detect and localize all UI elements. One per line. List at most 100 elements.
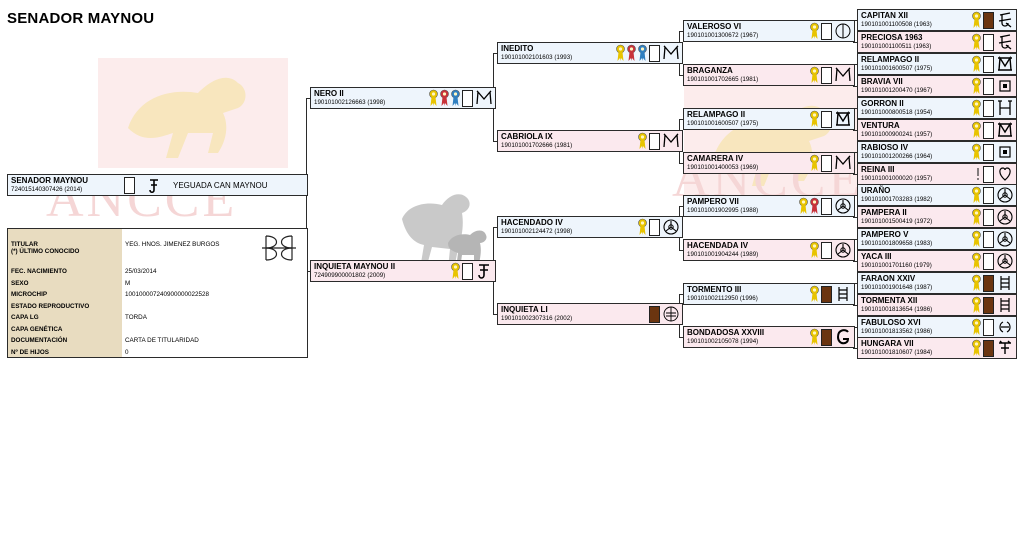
- connector-line: [853, 42, 857, 43]
- award-rosette-icon: [972, 274, 981, 291]
- coat-color-box: [821, 328, 832, 346]
- brand-mark-icon: [662, 132, 680, 150]
- grandparent-card[interactable]: INEDITO 190101002101603 (1993): [497, 42, 683, 64]
- horse-name: TORMENTA XII: [861, 296, 918, 305]
- horse-registration: 190101002112950 (1996): [687, 295, 758, 302]
- great-grandparent-card[interactable]: HACENDADA IV 190101001904244 (1989): [683, 239, 855, 261]
- connector-line: [853, 348, 857, 349]
- ancestor-card[interactable]: PAMPERO V 190101001809658 (1983): [857, 228, 1017, 250]
- horse-badges: [972, 99, 1014, 117]
- ancestor-card[interactable]: PRECIOSA 1963 190101001100511 (1963): [857, 31, 1017, 53]
- ancestor-card[interactable]: FABULOSO XVI 190101001813562 (1986): [857, 316, 1017, 338]
- dam-card[interactable]: INQUIETA MAYNOU II 724909900001802 (2009…: [310, 260, 496, 282]
- subject-horse-card[interactable]: SENADOR MAYNOU 724015140307426 (2014) YE…: [7, 174, 308, 196]
- ancestor-card[interactable]: CAPITAN XII 190101001100508 (1963): [857, 9, 1017, 31]
- brand-mark-icon: [996, 318, 1014, 336]
- award-rosette-icon: [972, 318, 981, 335]
- horse-name: HACENDADA IV: [687, 241, 749, 250]
- exclamation-icon: [977, 168, 979, 180]
- ancestor-card[interactable]: REINA III 190101001000020 (1957): [857, 163, 1017, 185]
- horse-badges: [972, 318, 1014, 336]
- great-grandparent-card[interactable]: RELAMPAGO II 190101001600507 (1975): [683, 108, 855, 130]
- ancestor-card[interactable]: HUNGARA VII 190101001810607 (1984): [857, 337, 1017, 359]
- grandparent-card[interactable]: INQUIETA LI 190101002307316 (2002): [497, 303, 683, 325]
- coat-color-box: [462, 89, 473, 107]
- mare-foal-silhouette: [402, 194, 487, 269]
- award-rosette-icon: [638, 44, 647, 61]
- ancestor-card[interactable]: TORMENTA XII 190101001813654 (1986): [857, 294, 1017, 316]
- grandparent-card[interactable]: HACENDADO IV 190101002124472 (1998): [497, 216, 683, 238]
- award-rosette-icon: [451, 262, 460, 279]
- connector-line: [679, 206, 683, 207]
- horse-registration: 190101001813562 (1986): [861, 328, 933, 335]
- award-rosette-icon: [972, 296, 981, 313]
- ancestor-card[interactable]: BRAVIA VII 190101001200470 (1967): [857, 75, 1017, 97]
- great-grandparent-card[interactable]: PAMPERO VII 190101001902995 (1988): [683, 195, 855, 217]
- ancestor-card[interactable]: YACA III 190101001701160 (1979): [857, 250, 1017, 272]
- connector-line: [679, 75, 683, 76]
- award-rosette-icon: [972, 230, 981, 247]
- horse-badges: [810, 328, 852, 346]
- horse-registration: 190101001901648 (1987): [861, 284, 933, 291]
- horse-name: PAMPERO V: [861, 230, 909, 239]
- brand-mark-icon: [834, 285, 852, 303]
- horse-badges: [972, 77, 1014, 95]
- connector-line: [853, 305, 857, 306]
- horse-badges: [972, 208, 1014, 226]
- connector-line: [853, 261, 857, 262]
- coat-color-box: [649, 132, 660, 150]
- brand-mark-icon: [834, 66, 852, 84]
- connector-line: [853, 130, 857, 131]
- grandparent-card[interactable]: CABRIOLA IX 190101001702666 (1981): [497, 130, 683, 152]
- great-grandparent-card[interactable]: BONDADOSA XXVIII 190101002105078 (1994): [683, 326, 855, 348]
- ancestor-card[interactable]: RABIOSO IV 190101001200266 (1964): [857, 141, 1017, 163]
- great-grandparent-card[interactable]: BRAGANZA 190101001702665 (1981): [683, 64, 855, 86]
- coat-color-box: [649, 44, 660, 62]
- horse-registration: 190101002105078 (1994): [687, 338, 759, 345]
- ancestor-card[interactable]: RELAMPAGO II 190101001600507 (1975): [857, 53, 1017, 75]
- coat-color-box: [983, 274, 994, 292]
- horse-badges: [638, 132, 680, 150]
- ancestor-card[interactable]: PAMPERA II 190101001500419 (1972): [857, 206, 1017, 228]
- horse-badges: [972, 296, 1014, 314]
- coat-color-box: [821, 110, 832, 128]
- great-grandparent-card[interactable]: VALEROSO VI 190101001300672 (1967): [683, 20, 855, 42]
- horse-registration: 190101002307316 (2002): [501, 315, 573, 322]
- horse-badges: [972, 252, 1014, 270]
- horse-registration: 190101002126663 (1998): [314, 99, 386, 106]
- coat-color-box: [983, 339, 994, 357]
- horse-badges: [638, 218, 680, 236]
- ancestor-card[interactable]: FARAON XXIV 190101001901648 (1987): [857, 272, 1017, 294]
- brand-mark-icon: [996, 11, 1014, 29]
- ancestor-card[interactable]: URAÑO 190101001703283 (1982): [857, 184, 1017, 206]
- sire-card[interactable]: NERO II 190101002126663 (1998): [310, 87, 496, 109]
- coat-color-box: [983, 77, 994, 95]
- info-label: DOCUMENTACIÓN: [11, 337, 68, 344]
- horse-name: RELAMPAGO II: [687, 110, 746, 119]
- ancestor-card[interactable]: VENTURA 190101000900241 (1957): [857, 119, 1017, 141]
- horse-badges: [810, 285, 852, 303]
- award-rosette-icon: [616, 44, 625, 61]
- connector-line: [306, 98, 310, 99]
- info-label: (*) ÚLTIMO CONOCIDO: [11, 248, 80, 255]
- horse-name: BRAGANZA: [687, 66, 733, 75]
- info-value: 25/03/2014: [125, 268, 157, 275]
- horse-badges: [451, 262, 493, 280]
- great-grandparent-card[interactable]: TORMENTO III 190101002112950 (1996): [683, 283, 855, 305]
- brand-mark-icon: [996, 55, 1014, 73]
- connector-line: [853, 239, 857, 240]
- owner-brand-icon: [262, 235, 296, 261]
- ancce-horse-logo-left: [98, 58, 288, 168]
- subject-coat-box: [124, 177, 135, 194]
- horse-name: PAMPERA II: [861, 208, 907, 217]
- coat-color-box: [983, 11, 994, 29]
- brand-mark-icon: [996, 296, 1014, 314]
- horse-registration: 724909900001802 (2009): [314, 272, 386, 279]
- brand-mark-icon: [996, 121, 1014, 139]
- horse-registration: 190101002101603 (1993): [501, 54, 573, 61]
- great-grandparent-card[interactable]: CAMARERA IV 190101001400053 (1969): [683, 152, 855, 174]
- info-value: YEG. HNOS. JIMENEZ BURGOS: [125, 241, 220, 248]
- ancestor-card[interactable]: GORRON II 190101000800518 (1954): [857, 97, 1017, 119]
- award-rosette-icon: [972, 11, 981, 28]
- award-rosette-icon: [972, 143, 981, 160]
